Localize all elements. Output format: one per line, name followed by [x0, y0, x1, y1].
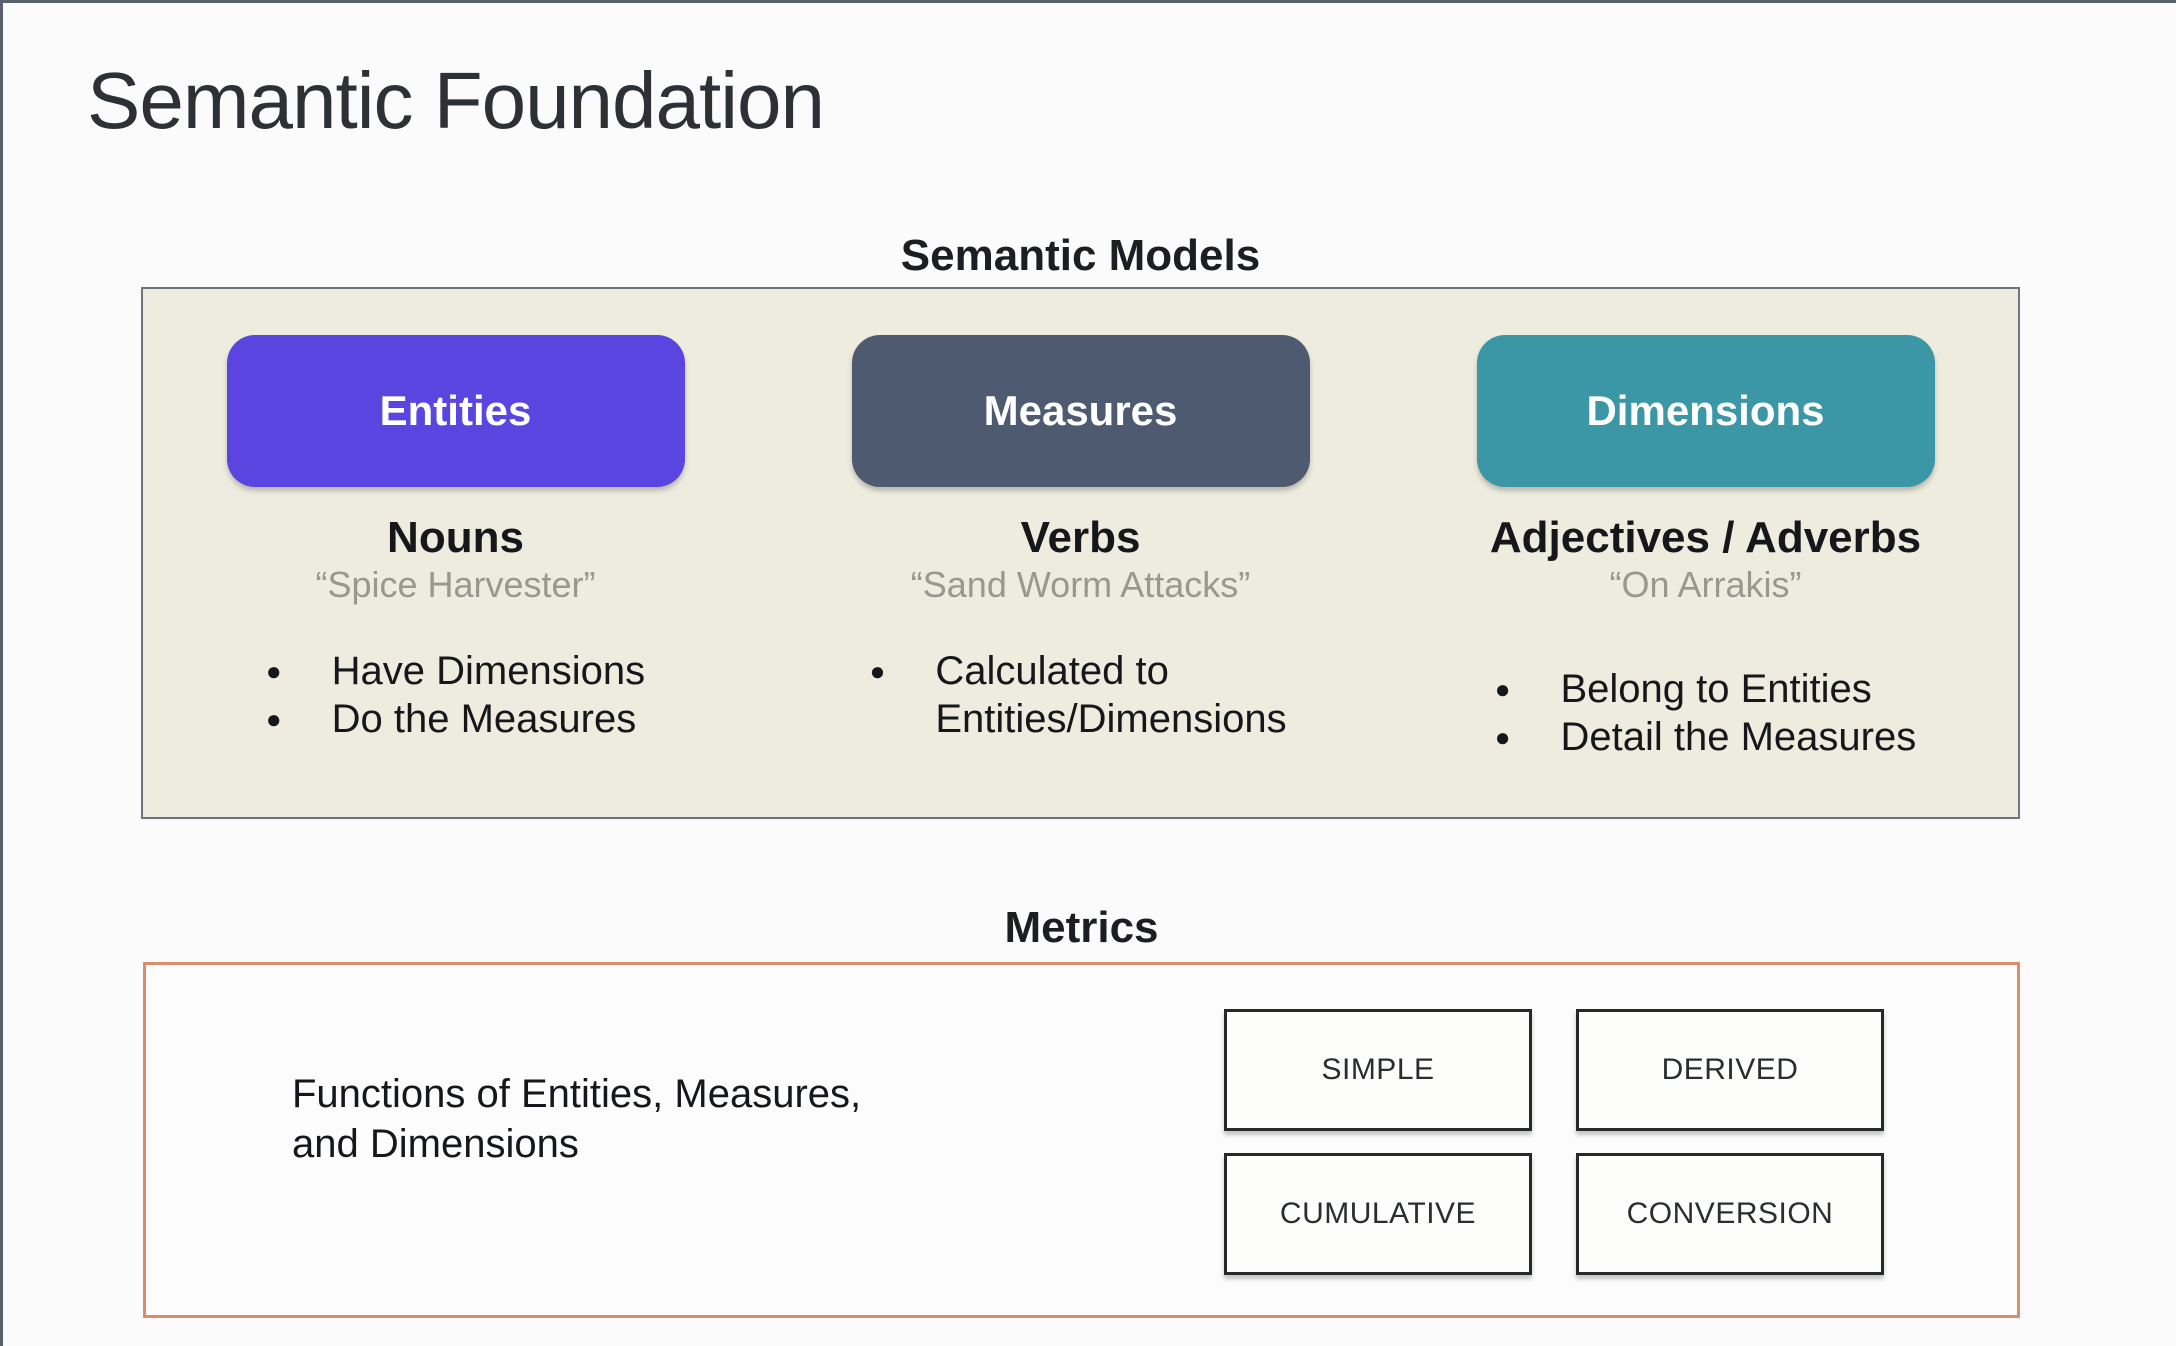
dimensions-bullet-list: Belong to Entities Detail the Measures [1495, 665, 1916, 761]
bullet-text: Do the Measures [331, 697, 637, 741]
bullet-text: Have Dimensions [331, 649, 646, 693]
measures-example-label: “Sand Worm Attacks” [910, 564, 1251, 605]
metric-type-derived: DERIVED [1576, 1009, 1884, 1131]
bullet-item: Have Dimensions [266, 647, 645, 695]
measures-pill: Measures [851, 335, 1310, 487]
semantic-models-heading: Semantic Models [900, 231, 1261, 280]
metric-type-cumulative: CUMULATIVE [1224, 1153, 1532, 1275]
bullet-item: Belong to Entities [1495, 665, 1916, 713]
bullet-text: Belong to Entities [1560, 667, 1872, 711]
metrics-box: Functions of Entities, Measures, and Dim… [143, 962, 2020, 1318]
dimensions-column: Dimensions Adjectives / Adverbs “On Arra… [1393, 289, 2018, 817]
metric-type-conversion: CONVERSION [1576, 1153, 1884, 1275]
metrics-heading: Metrics [1004, 903, 1159, 952]
dimensions-role-label: Adjectives / Adverbs [1489, 513, 1922, 562]
page-title: Semantic Foundation [87, 56, 825, 145]
bullet-item: Do the Measures [266, 695, 645, 743]
bullet-text: Calculated to Entities/Dimensions [935, 649, 1287, 741]
metrics-description: Functions of Entities, Measures, and Dim… [292, 1069, 861, 1169]
entities-bullet-list: Have Dimensions Do the Measures [266, 647, 645, 743]
bullet-item: Calculated to Entities/Dimensions [870, 647, 1292, 743]
entities-column: Entities Nouns “Spice Harvester” Have Di… [143, 289, 768, 817]
entities-example-label: “Spice Harvester” [315, 564, 596, 605]
bullet-item: Detail the Measures [1495, 713, 1916, 761]
entities-pill: Entities [226, 335, 685, 487]
metrics-description-line2: and Dimensions [292, 1122, 579, 1166]
dimensions-pill: Dimensions [1476, 335, 1935, 487]
measures-column: Measures Verbs “Sand Worm Attacks” Calcu… [768, 289, 1393, 817]
entities-role-label: Nouns [387, 513, 524, 562]
measures-role-label: Verbs [1020, 513, 1141, 562]
metric-types-grid: SIMPLE DERIVED CUMULATIVE CONVERSION [1224, 1009, 1884, 1275]
metric-type-simple: SIMPLE [1224, 1009, 1532, 1131]
semantic-models-box: Entities Nouns “Spice Harvester” Have Di… [141, 287, 2020, 819]
measures-bullet-list: Calculated to Entities/Dimensions [870, 647, 1292, 743]
metrics-description-line1: Functions of Entities, Measures, [292, 1072, 862, 1116]
bullet-text: Detail the Measures [1560, 715, 1917, 759]
dimensions-example-label: “On Arrakis” [1609, 564, 1802, 605]
